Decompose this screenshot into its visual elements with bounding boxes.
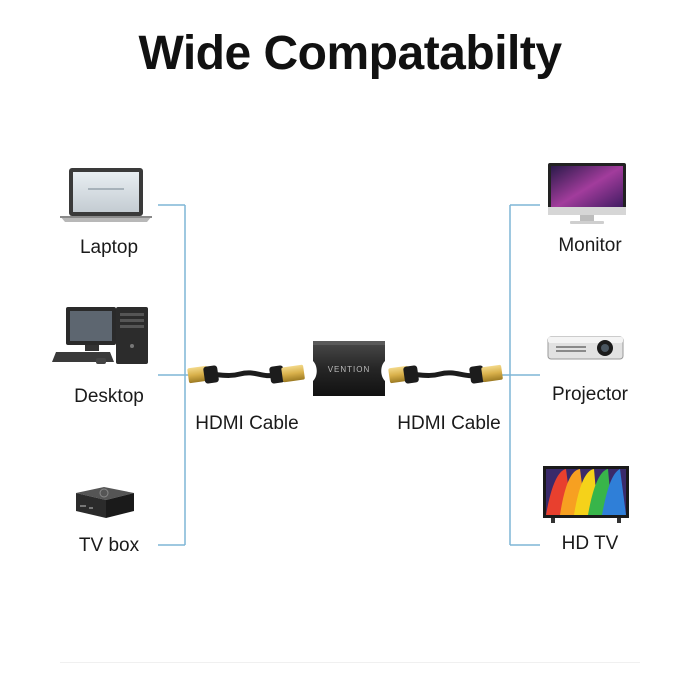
bottom-divider xyxy=(60,662,640,663)
hdmi-coupler-icon: VENTION xyxy=(313,341,385,396)
left-connector-lines xyxy=(158,204,195,546)
desktop-label: Desktop xyxy=(74,386,144,407)
projector-label: Projector xyxy=(551,384,629,405)
projector-icon xyxy=(547,336,624,360)
hd-tv-icon xyxy=(543,466,629,523)
hdmi-cable-label-right: HDMI Cable xyxy=(397,413,501,434)
laptop-label: Laptop xyxy=(79,237,139,258)
desktop-computer-icon xyxy=(52,307,148,364)
monitor-icon xyxy=(548,163,626,224)
hdmi-cable-icon xyxy=(388,364,503,384)
adapter-brand-text: VENTION xyxy=(328,365,371,374)
tv-box-icon xyxy=(76,487,134,518)
hd-tv-label: HD TV xyxy=(561,533,619,554)
laptop-icon xyxy=(60,168,152,222)
hdmi-cable-icon xyxy=(187,364,305,384)
hdmi-cable-label-left: HDMI Cable xyxy=(195,413,299,434)
page-title: Wide Compatabilty xyxy=(138,27,562,80)
right-connector-lines xyxy=(500,204,540,546)
tv-box-label: TV box xyxy=(78,535,140,556)
monitor-label: Monitor xyxy=(558,235,622,256)
